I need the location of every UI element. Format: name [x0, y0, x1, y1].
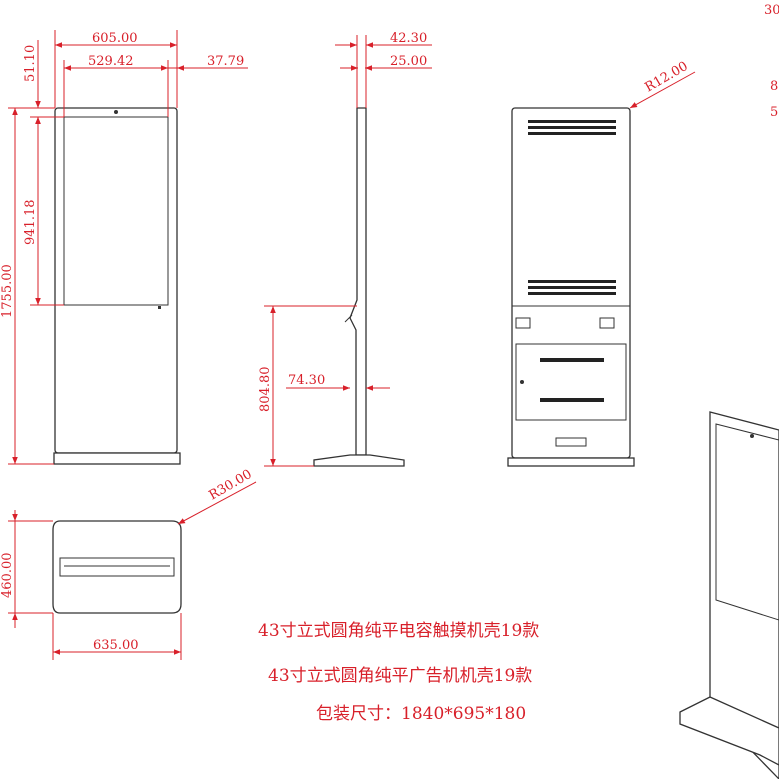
back-access-panel	[515, 343, 627, 421]
sensor-dot	[158, 306, 161, 309]
front-cabinet-outline	[54, 107, 178, 454]
dim-front-top-margin: 51.10	[23, 45, 38, 82]
caption-line-3: 包装尺寸：1840*695*180	[316, 704, 526, 724]
dim-total-height: 1755.00	[0, 264, 15, 318]
dim-base-width: 635.00	[93, 638, 139, 653]
back-vent	[528, 286, 616, 289]
camera-icon	[114, 110, 118, 114]
front-base	[53, 452, 181, 465]
back-vent	[528, 126, 616, 129]
clipped-label-3: 5	[770, 105, 778, 120]
dim-side-depth-inner: 25.00	[390, 54, 427, 69]
caption-line-1: 43寸立式圆角纯平电容触摸机壳19款	[258, 621, 539, 641]
back-bracket-left	[515, 317, 531, 329]
top-slot	[59, 557, 175, 577]
perspective-base	[679, 696, 779, 766]
back-vent	[528, 292, 616, 295]
top-outline	[52, 520, 182, 614]
camera-icon	[750, 434, 754, 438]
perspective-screen	[715, 423, 779, 621]
dim-back-radius: R12.00	[643, 59, 691, 95]
side-profile	[349, 107, 367, 456]
back-vent	[540, 398, 604, 402]
lock-icon	[520, 380, 524, 384]
dim-front-width: 605.00	[92, 31, 138, 46]
perspective-cabinet	[709, 411, 779, 779]
back-vent	[528, 280, 616, 283]
front-view	[53, 107, 181, 465]
dim-top-depth: 460.00	[0, 553, 15, 599]
side-bracket	[344, 314, 353, 323]
dim-side-pedestal: 804.80	[258, 367, 273, 413]
side-base	[313, 454, 405, 467]
dim-screen-height: 941.18	[23, 200, 38, 246]
side-dimensions: 42.30 25.00 804.80 74.30	[258, 31, 432, 467]
clipped-label-1: 30	[764, 3, 779, 18]
dim-front-side-margin: 37.79	[207, 54, 244, 69]
back-vent	[528, 120, 616, 123]
dim-side-bulge: 74.30	[288, 373, 325, 388]
caption-line-2: 43寸立式圆角纯平广告机机壳19款	[268, 666, 532, 686]
back-vent	[540, 358, 604, 362]
back-view: R12.00	[507, 59, 696, 467]
clipped-label-2: 8	[770, 79, 778, 94]
side-view	[313, 107, 405, 467]
captions: 43寸立式圆角纯平电容触摸机壳19款 43寸立式圆角纯平广告机机壳19款 包装尺…	[258, 621, 539, 724]
dim-top-radius: R30.00	[207, 467, 255, 503]
back-base	[507, 457, 635, 467]
dim-side-depth-top: 42.30	[390, 31, 427, 46]
back-vent	[528, 132, 616, 135]
back-socket	[555, 437, 587, 447]
back-bracket-right	[599, 317, 615, 329]
dim-front-inner-width: 529.42	[88, 54, 134, 69]
front-dimensions: 605.00 529.42 37.79 51.10 941.18 1755.00	[0, 30, 248, 465]
perspective-view	[679, 411, 779, 779]
front-screen	[63, 116, 169, 306]
top-view	[52, 520, 182, 614]
